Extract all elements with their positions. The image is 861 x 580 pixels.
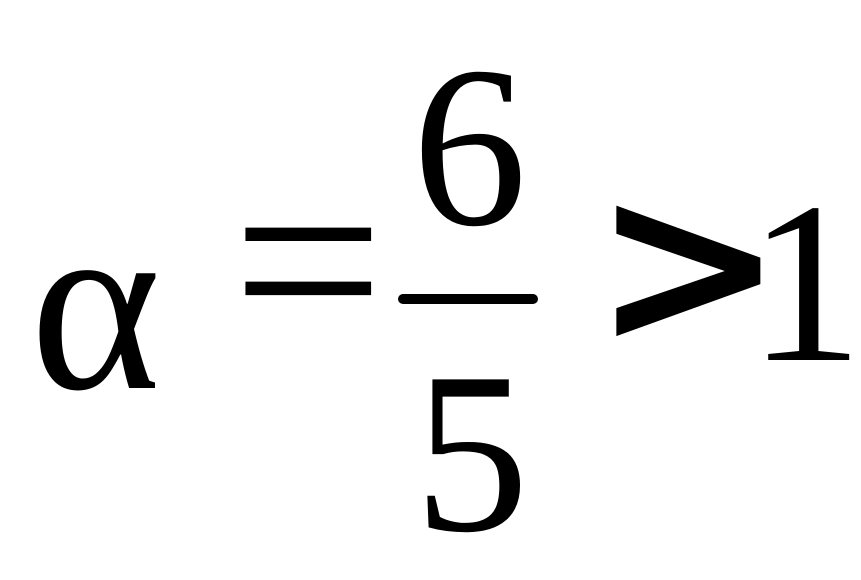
fraction-numerator: 6 (412, 19, 527, 274)
fraction-bar (398, 294, 538, 304)
fraction-denominator: 5 (414, 325, 529, 580)
greater-than-sign: > (592, 131, 785, 398)
equals-sign: = (232, 111, 385, 410)
right-hand-value: 1 (748, 155, 861, 410)
alpha-symbol: α (30, 166, 161, 443)
